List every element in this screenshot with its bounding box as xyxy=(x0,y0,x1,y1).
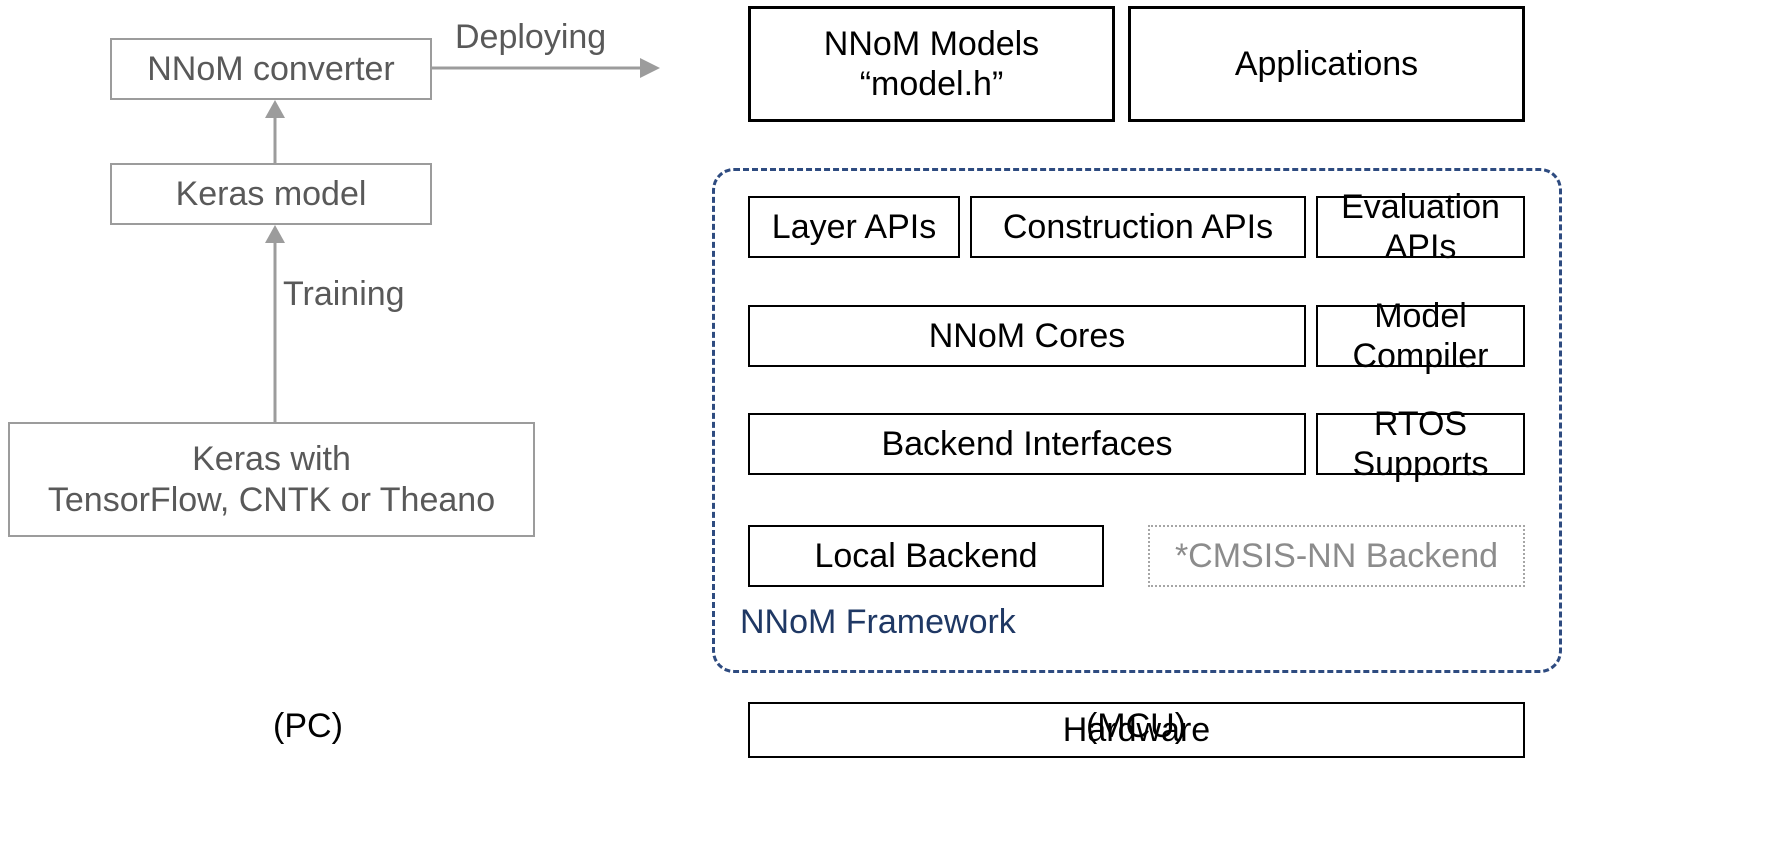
mcu-box-cmsis-nn-backend[interactable]: *CMSIS-NN Backend xyxy=(1148,525,1525,587)
pc-box-keras-model[interactable]: Keras model xyxy=(110,163,432,225)
nnom-framework-label: NNoM Framework xyxy=(740,603,1016,641)
mcu-box-cmsis-nn-backend-label: *CMSIS-NN Backend xyxy=(1174,536,1499,575)
mcu-box-layer-apis-label: Layer APIs xyxy=(771,207,937,246)
deploying-arrow-label: Deploying xyxy=(455,18,607,56)
mcu-box-backend-interfaces-label: Backend Interfaces xyxy=(881,424,1173,463)
pc-box-keras-with-backends-line1: Keras with xyxy=(192,440,351,479)
mcu-box-applications[interactable]: Applications xyxy=(1128,6,1525,122)
mcu-box-nnom-cores[interactable]: NNoM Cores xyxy=(748,305,1306,367)
mcu-box-applications-label: Applications xyxy=(1234,44,1419,83)
mcu-box-rtos-supports-label: RTOS Supports xyxy=(1352,404,1489,483)
mcu-box-hardware-label: Hardware xyxy=(1062,710,1211,749)
pc-box-keras-with-backends[interactable]: Keras with TensorFlow, CNTK or Theano xyxy=(8,422,535,537)
mcu-box-nnom-models-line1: NNoM Models xyxy=(823,24,1040,63)
training-arrow-label: Training xyxy=(283,275,405,313)
mcu-box-backend-interfaces[interactable]: Backend Interfaces xyxy=(748,413,1306,475)
mcu-box-hardware[interactable]: Hardware xyxy=(748,702,1525,758)
mcu-box-evaluation-apis-label: Evaluation APIs xyxy=(1341,187,1500,266)
mcu-box-rtos-supports[interactable]: RTOS Supports xyxy=(1316,405,1525,483)
connector-deploying xyxy=(432,48,660,88)
mcu-box-evaluation-apis[interactable]: Evaluation APIs xyxy=(1316,188,1525,266)
mcu-box-construction-apis[interactable]: Construction APIs xyxy=(970,196,1306,258)
mcu-caption: (MCU) xyxy=(1085,707,1187,745)
pc-box-nnom-converter-label: NNoM converter xyxy=(147,49,395,88)
pc-box-keras-with-backends-line2: TensorFlow, CNTK or Theano xyxy=(47,480,496,519)
mcu-box-nnom-models[interactable]: NNoM Models “model.h” xyxy=(748,6,1115,122)
mcu-box-nnom-cores-label: NNoM Cores xyxy=(928,316,1126,355)
mcu-box-model-compiler-label: Model Compiler xyxy=(1352,296,1489,375)
pc-caption: (PC) xyxy=(273,707,343,745)
mcu-box-local-backend[interactable]: Local Backend xyxy=(748,525,1104,587)
mcu-box-local-backend-label: Local Backend xyxy=(814,536,1038,575)
pc-box-nnom-converter[interactable]: NNoM converter xyxy=(110,38,432,100)
mcu-box-nnom-models-line2: “model.h” xyxy=(859,65,1004,103)
nnom-framework-container xyxy=(712,168,1562,673)
connector-training xyxy=(255,225,295,422)
mcu-box-layer-apis[interactable]: Layer APIs xyxy=(748,196,960,258)
mcu-box-construction-apis-label: Construction APIs xyxy=(1002,207,1274,246)
mcu-box-model-compiler[interactable]: Model Compiler xyxy=(1316,297,1525,375)
connector-keras-to-converter xyxy=(255,100,295,163)
pc-box-keras-model-label: Keras model xyxy=(175,174,367,213)
